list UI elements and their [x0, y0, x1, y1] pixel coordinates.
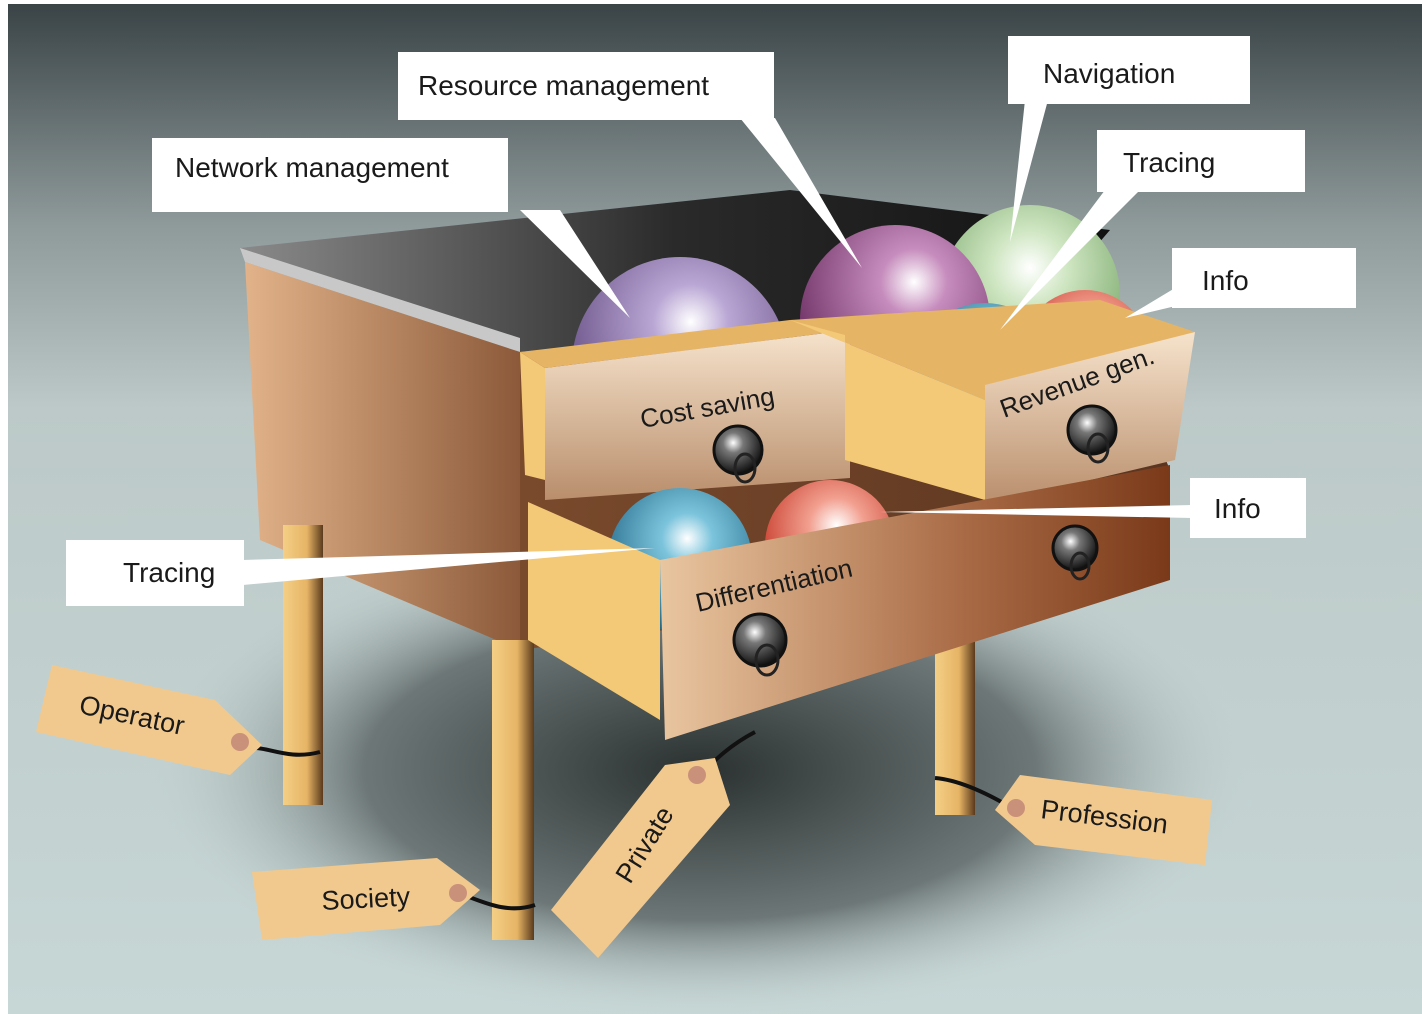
drawer-revenue-inside [790, 300, 1195, 400]
tag-operator: Operator [36, 665, 321, 775]
callout-network-management: Network management [152, 138, 508, 212]
svg-text:Society: Society [321, 881, 411, 916]
pointer-info-top [1125, 288, 1180, 318]
drawer-differentiation-side [528, 502, 660, 720]
svg-text:Navigation: Navigation [1043, 58, 1175, 89]
knob-revenue-gen [1066, 404, 1118, 464]
callout-tracing-top: Tracing [1097, 130, 1305, 192]
callout-info-bottom: Info [1190, 478, 1306, 538]
svg-text:Network management: Network management [175, 152, 449, 183]
knob-differentiation-center [732, 612, 788, 677]
knob-differentiation-right [1051, 524, 1099, 581]
drawer-cost-saving-inside [520, 320, 850, 368]
pointer-network-management [520, 210, 630, 318]
pointer-navigation [1010, 100, 1048, 242]
drawer-cost-saving-face [545, 330, 850, 500]
callout-info-top: Info [1172, 248, 1356, 308]
pointer-info-bottom [880, 505, 1192, 518]
drawer-revenue-side [790, 320, 985, 500]
callout-navigation: Navigation [1008, 36, 1250, 104]
svg-text:Resource management: Resource management [418, 70, 709, 101]
tag-private: Private [551, 730, 756, 958]
svg-text:Tracing: Tracing [123, 557, 215, 588]
callout-resource-management: Resource management [398, 52, 774, 120]
desk-leg-front-middle [492, 640, 534, 940]
drawer-cost-saving-side [520, 352, 545, 480]
desk-leg-back-right [935, 640, 975, 815]
svg-text:Info: Info [1214, 493, 1261, 524]
tag-profession: Profession [934, 775, 1212, 865]
pointer-resource-management [740, 118, 862, 268]
drawer-differentiation-face [660, 465, 1170, 740]
svg-text:Info: Info [1202, 265, 1249, 296]
desk-top-edge [240, 248, 520, 352]
callout-tracing-bottom: Tracing [66, 540, 244, 606]
tag-society: Society [252, 858, 536, 940]
pointer-tracing-top [1000, 190, 1140, 330]
knob-cost-saving [712, 424, 764, 484]
pointer-tracing-bottom [243, 548, 655, 585]
svg-text:Tracing: Tracing [1123, 147, 1215, 178]
